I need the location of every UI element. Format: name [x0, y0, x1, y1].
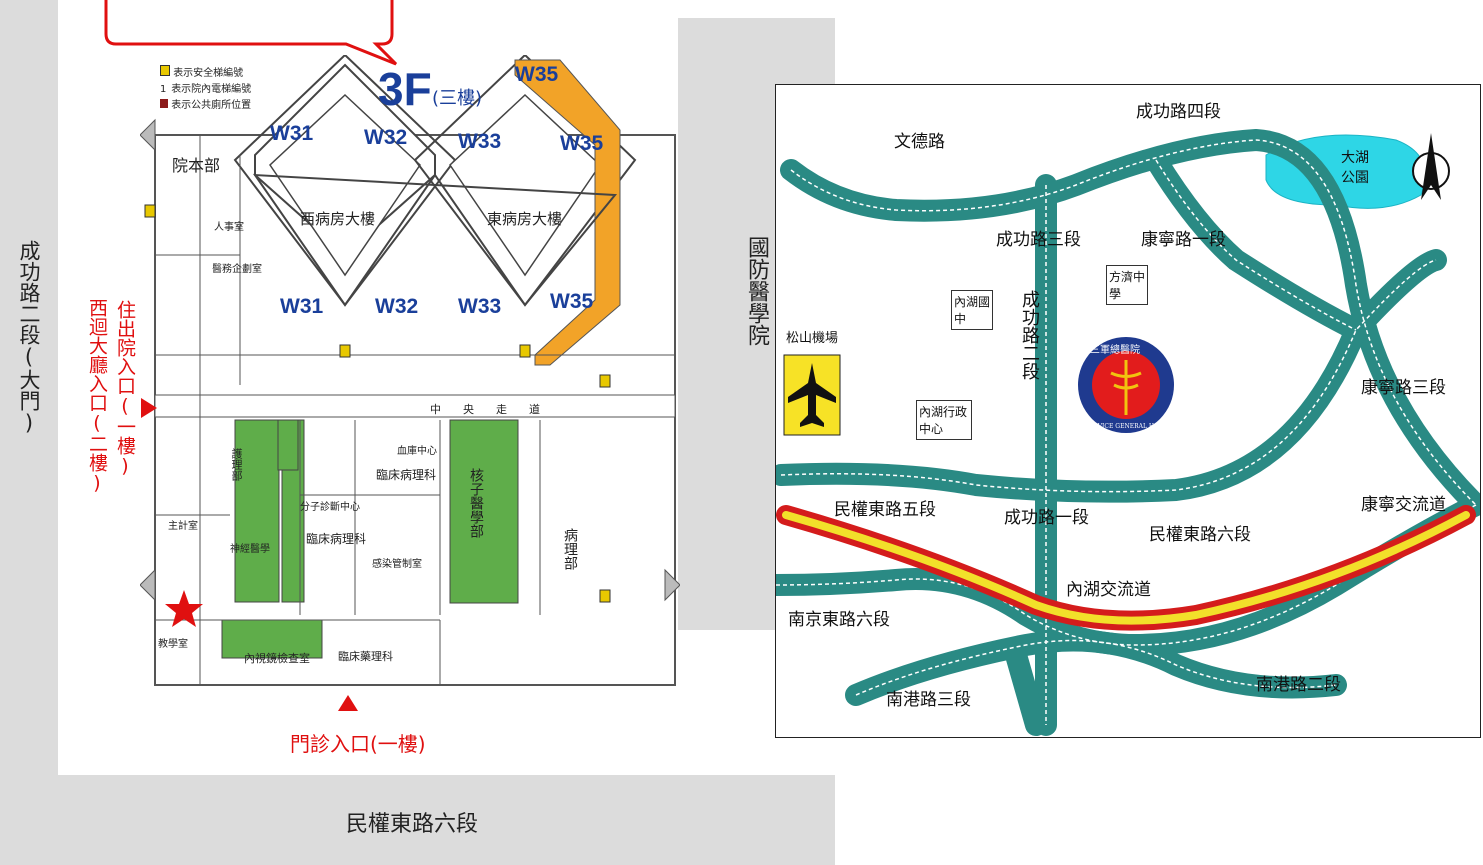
legend-stairs-icon: [160, 65, 170, 76]
label-chenggong3: 成功路三段: [996, 230, 1081, 250]
room-ren-shi-shi: 人事室: [214, 222, 244, 233]
ward-w33-top: W33: [458, 130, 502, 153]
ward-w32-bottom: W32: [375, 295, 419, 318]
label-kangning3: 康寧路三段: [1361, 378, 1446, 398]
room-yi-wu: 醫務企劃室: [212, 264, 262, 275]
label-fangji: 方濟中學: [1106, 265, 1148, 305]
west-building-label: 西病房大樓: [300, 210, 376, 228]
entrance-arrow-right-icon: [141, 398, 157, 418]
ward-w35-bottom: W35: [550, 290, 594, 313]
chenggong-road-strip: [0, 0, 58, 780]
ward-w33-bottom: W33: [458, 295, 502, 318]
label-songshan: 松山機場: [786, 331, 839, 346]
entrance-arrow-up-icon: [338, 695, 358, 711]
discharge-entrance-label: 住出院入口(一樓): [114, 300, 136, 477]
legend-item-elevator: 1 表示院內電梯編號: [160, 84, 252, 95]
ward-w32-top: W32: [364, 126, 408, 149]
room-gan-ran: 感染管制室: [372, 559, 422, 570]
label-wende: 文德路: [894, 132, 945, 152]
outpatient-entrance-label: 門診入口(一樓): [290, 732, 426, 756]
label-nanjing6: 南京東路六段: [788, 610, 890, 630]
room-lin-chuang-bing-li: 臨床病理科: [306, 532, 367, 546]
central-corridor: 中 央 走 道: [430, 403, 540, 416]
label-chenggong2: 成功路二段: [1019, 290, 1040, 380]
floor-label: 3F: [378, 63, 432, 115]
room-fen-zi: 分子診斷中心: [300, 502, 360, 513]
floor-sublabel: (三樓): [432, 88, 483, 109]
label-nangang2: 南港路二段: [1256, 675, 1341, 695]
room-he-zi: 核子醫學部: [468, 468, 484, 538]
ndmc-label: 國防醫學院: [744, 236, 769, 346]
label-chenggong1: 成功路一段: [1004, 508, 1089, 528]
floor-plan-drawing: [140, 55, 680, 686]
room-shen-jing: 神經醫學: [230, 544, 270, 555]
label-kangning-ic: 康寧交流道: [1361, 495, 1446, 515]
room-hu-li: 護理部: [230, 448, 243, 481]
label-minquan6: 民權東路六段: [1149, 525, 1251, 545]
ward-w31-bottom: W31: [280, 295, 324, 318]
label-neihu-admin: 內湖行政中心: [916, 400, 972, 440]
minquan-road-strip: [0, 775, 835, 865]
west-hall-entrance-label: 西迴大廳入口(二樓): [86, 298, 108, 494]
room-zhu-ji-shi: 主計室: [168, 521, 198, 532]
legend-elevator-icon: 1: [160, 84, 167, 95]
room-xue-ku: 血庫中心: [397, 446, 437, 457]
legend-item-stairs: 表示安全梯編號: [160, 64, 243, 79]
hospital-name: 三軍總醫院: [1090, 345, 1140, 356]
ward-w35-top: W35: [515, 63, 559, 86]
label-neihu-jr: 內湖國中: [951, 290, 993, 330]
area-map-roads: [776, 128, 1480, 736]
label-chenggong4: 成功路四段: [1136, 102, 1221, 122]
legend-item-restroom: 表示公共廁所位置: [160, 96, 251, 111]
room-lin-chuang-yao: 臨床藥理科: [338, 650, 393, 663]
hospital-name-en: TRI-SERVICE GENERAL HOSPITAL: [1072, 423, 1182, 430]
label-dahu-park: 大湖公園: [1341, 150, 1369, 186]
room-bing-li-bu: 病理部: [562, 528, 578, 570]
room-lin-chuang-bing-li-2: 臨床病理科: [376, 468, 437, 482]
callout-bubble: [104, 0, 398, 66]
room-nei-shi-jing: 內視鏡檢查室: [244, 652, 310, 665]
chenggong-road-label: 成功路二段(大門): [17, 240, 41, 435]
ward-w31-top: W31: [270, 122, 314, 145]
room-yuan-ben-bu: 院本部: [172, 156, 221, 175]
label-neihu-ic: 內湖交流道: [1066, 580, 1151, 600]
label-minquan5: 民權東路五段: [834, 500, 936, 520]
minquan-road-label: 民權東路六段: [346, 812, 479, 837]
east-building-label: 東病房大樓: [487, 210, 563, 228]
label-kangning1: 康寧路一段: [1141, 230, 1226, 250]
ward-w35-right: W35: [560, 132, 604, 155]
legend-restroom-icon: [160, 99, 168, 108]
room-jiao-xue-shi: 教學室: [158, 639, 188, 650]
area-map-frame: 成功路四段 文德路 大湖公園 成功路三段 康寧路一段 方濟中學 內湖國中 成功路…: [775, 84, 1481, 738]
label-nangang3: 南港路三段: [886, 690, 971, 710]
